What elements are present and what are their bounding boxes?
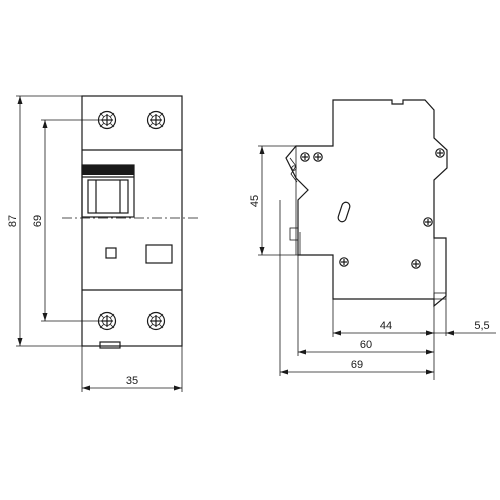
dim-label-87: 87 [7, 215, 19, 227]
dimension-60: 60 [298, 339, 434, 355]
toggle-lever [81, 164, 135, 218]
dimension-69: 69 [32, 119, 107, 322]
dim-label-5-5: 5,5 [474, 320, 489, 332]
side-screw-icon [435, 148, 445, 158]
terminal-screw-icon [146, 110, 166, 130]
dim-label-44: 44 [380, 320, 392, 332]
terminal-screw-icon [146, 311, 166, 331]
dim-label-45: 45 [249, 195, 261, 207]
side-view: 45 44 5,5 60 [249, 99, 496, 380]
side-screw-icon [423, 217, 433, 227]
indicator-window [145, 244, 173, 264]
dimension-44: 44 [333, 320, 434, 336]
side-mechanism [289, 157, 298, 183]
side-screw-icon [313, 152, 323, 162]
din-clip [99, 341, 121, 349]
side-body-outline [285, 99, 448, 308]
front-view: 87 69 35 [7, 95, 200, 392]
dim-label-60: 60 [360, 339, 372, 351]
dim-label-35: 35 [126, 375, 138, 387]
dimension-69-depth: 69 [280, 359, 434, 375]
dimension-35: 35 [81, 346, 183, 392]
side-screw-icon [300, 152, 310, 162]
test-button [105, 247, 117, 259]
dimension-45: 45 [249, 145, 298, 256]
side-slot [337, 201, 351, 223]
front-body-outline [81, 95, 183, 347]
dimension-5-5: 5,5 [420, 320, 496, 336]
dim-label-69-horizontal: 69 [351, 359, 363, 371]
dim-label-69-vertical: 69 [32, 215, 44, 227]
dimension-87: 87 [7, 95, 82, 347]
side-screw-icon [411, 259, 421, 269]
side-screw-icon [339, 257, 349, 267]
